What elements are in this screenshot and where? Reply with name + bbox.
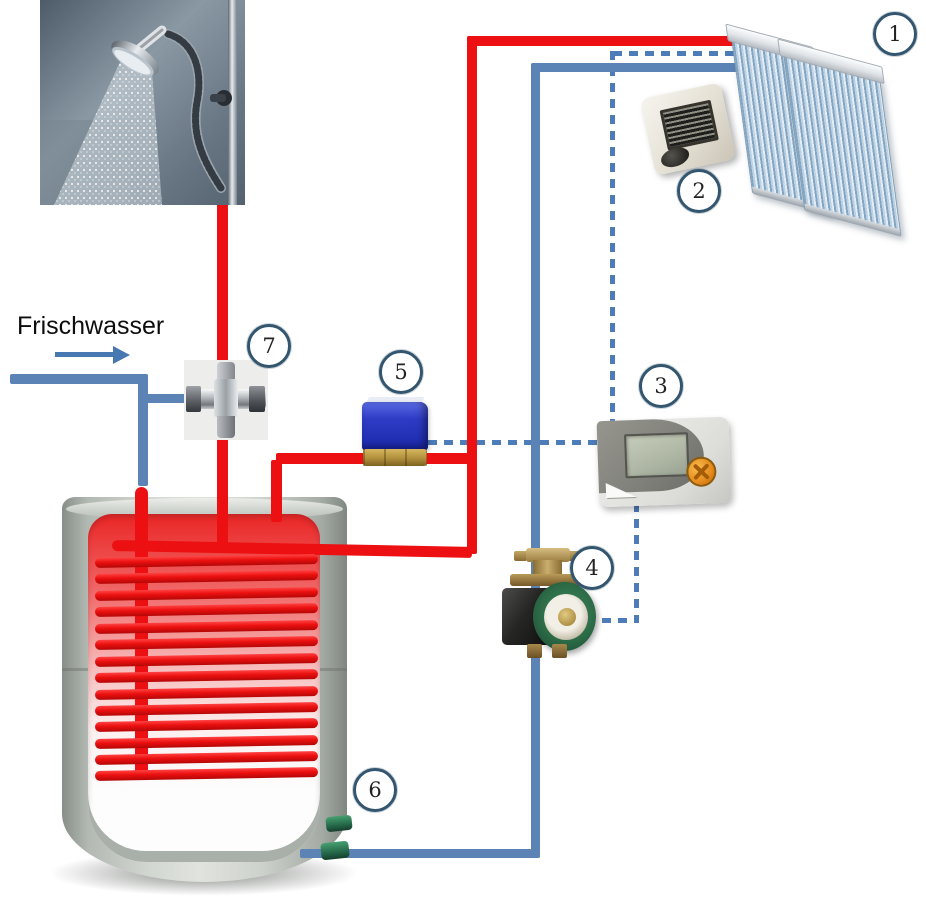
pump-foot-right [552, 644, 567, 658]
sensor-knob [658, 143, 692, 171]
pump-neck [533, 560, 562, 576]
signal-wire-collector-horizontal [613, 51, 741, 56]
pipe-return-vertical [531, 63, 540, 858]
motorized-valve [362, 397, 432, 467]
signal-wire-valve-to-controller [428, 440, 604, 445]
mixing-valve-nut-left [186, 386, 201, 412]
badge-number: 5 [394, 360, 408, 384]
pipe-freshwater-branch-to-mixer [143, 394, 195, 403]
pipe-return-top [531, 63, 743, 72]
freshwater-label: Frischwasser [17, 312, 165, 340]
pump-lug-left [514, 551, 527, 561]
badge-storage-tank: 6 [353, 768, 397, 812]
freshwater-arrow [55, 352, 115, 357]
circulation-pump [500, 548, 596, 660]
pipe-freshwater-inlet [10, 374, 148, 384]
pipe-valve-to-tank-top [271, 460, 282, 522]
pump-hub [558, 608, 576, 626]
mixing-valve-cap [217, 362, 235, 381]
badge-number: 1 [888, 22, 902, 46]
badge-solar-collectors: 1 [873, 12, 917, 56]
pump-top-flange [526, 548, 570, 562]
pipe-valve-right [425, 453, 475, 464]
mixing-valve-bottom-stub [217, 416, 235, 438]
tank-fitting-lower [320, 840, 350, 861]
badge-number: 3 [654, 374, 668, 398]
coil-return-vertical [135, 487, 148, 780]
valve-brass-body [363, 449, 427, 466]
badge-circulation-pump: 4 [570, 546, 614, 590]
signal-wire-to-pump [586, 618, 639, 623]
badge-mixing-valve: 7 [247, 324, 291, 368]
mixing-valve-nut-right [249, 386, 265, 412]
solar-controller [596, 416, 732, 508]
badge-collector-sensor: 2 [677, 169, 721, 213]
controller-dial [685, 456, 717, 488]
badge-solar-controller: 3 [639, 364, 683, 408]
solar-collector-panel-front [783, 52, 902, 236]
badge-number: 2 [692, 179, 706, 203]
pipe-freshwater-down [138, 374, 148, 486]
shower-illustration [40, 0, 245, 205]
badge-number: 6 [368, 778, 382, 802]
valve-actuator-body [362, 402, 428, 450]
signal-wire-controller-down [634, 503, 639, 623]
mixing-valve [186, 362, 266, 438]
controller-logo-mark [605, 482, 637, 499]
collector-sensor [639, 82, 737, 176]
tank-fitting-upper [325, 814, 353, 833]
freshwater-arrow-head-icon [113, 346, 130, 364]
sensor-vent-grid [659, 99, 719, 151]
badge-motorized-valve: 5 [379, 350, 423, 394]
pipe-solar-supply-down [467, 36, 477, 554]
signal-wire-collector-to-controller [610, 51, 615, 421]
pipe-valve-left [276, 453, 368, 464]
controller-lcd-display [624, 432, 690, 479]
pump-foot-left [527, 644, 542, 658]
badge-number: 7 [262, 334, 276, 358]
pipe-solar-supply-top [467, 36, 744, 46]
shower-photo [40, 0, 245, 205]
badge-number: 4 [585, 556, 599, 580]
mixing-valve-center-body [214, 379, 238, 417]
pipe-return-tank-bottom [300, 849, 540, 858]
